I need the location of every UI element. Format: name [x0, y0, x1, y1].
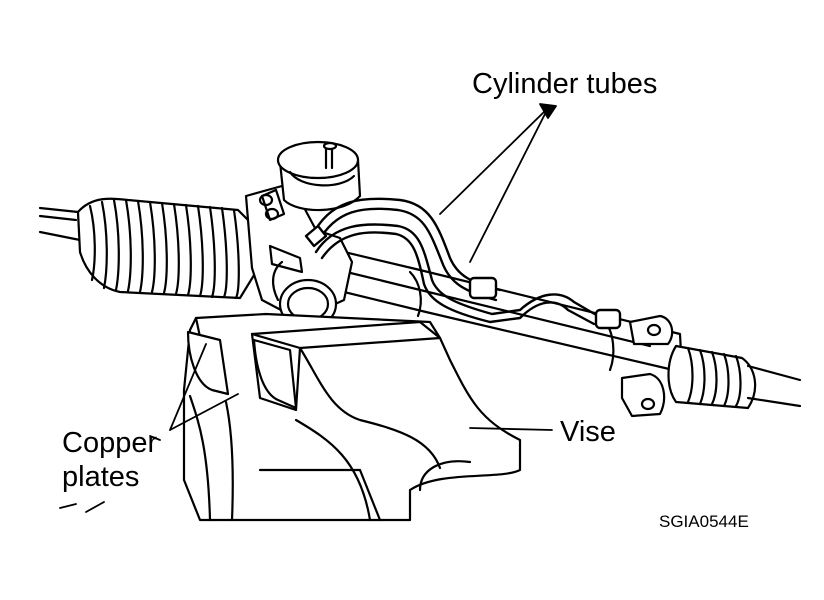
vise	[182, 312, 522, 522]
left-boot	[76, 197, 264, 300]
copper-plates-label-line2: plates	[62, 461, 140, 493]
right-bracket	[620, 314, 674, 418]
copper-plates-label: Copper plates	[62, 426, 157, 494]
leader-lines	[59, 103, 557, 513]
pinion-cap	[276, 140, 362, 212]
vise-label: Vise	[560, 416, 616, 448]
left-tie-rod	[38, 206, 82, 242]
cylinder-tubes	[304, 197, 622, 330]
cylinder-tubes-label: Cylinder tubes	[472, 68, 658, 100]
right-boot	[667, 344, 802, 410]
figure-code: SGIA0544E	[659, 512, 749, 531]
copper-plates-label-line1: Copper	[62, 427, 158, 459]
